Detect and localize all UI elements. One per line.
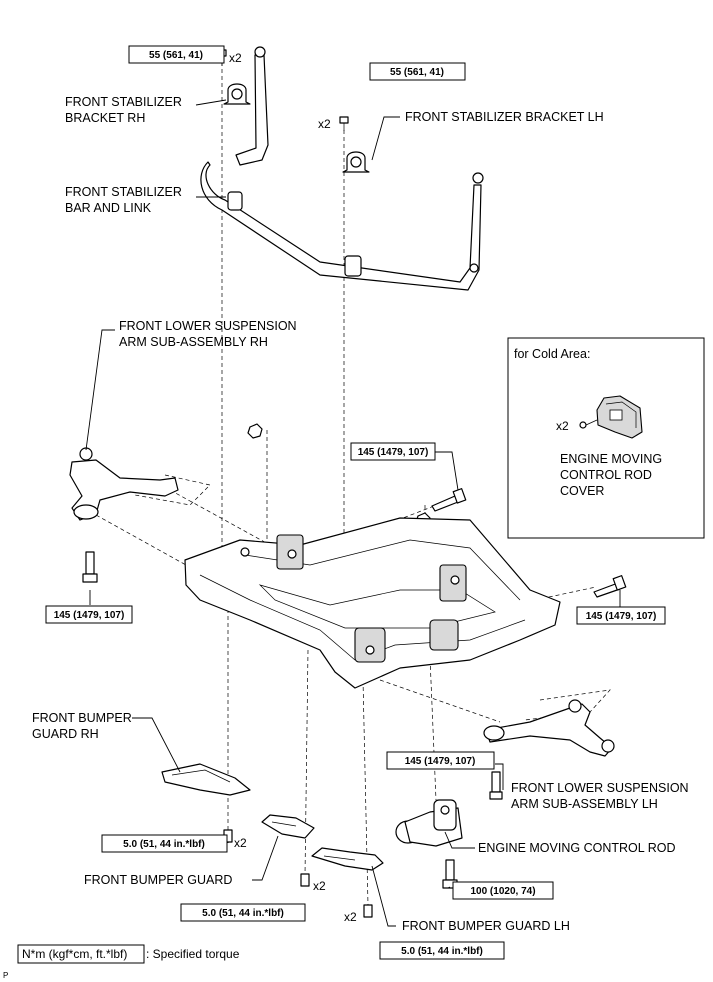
- qty-bracket-bolt-lh: x2: [318, 117, 331, 131]
- torque-box: 5.0 (51, 44 in.*lbf): [101, 834, 228, 853]
- bumper-guard-lh-part: [311, 847, 384, 871]
- svg-text:FRONT LOWER SUSPENSION: FRONT LOWER SUSPENSION: [511, 781, 689, 795]
- label-engine-moving-control-rod: ENGINE MOVING CONTROL ROD: [478, 841, 675, 855]
- bolt-icon: [339, 116, 349, 131]
- qty-cover-screw: x2: [556, 419, 569, 433]
- svg-text:FRONT BUMPER: FRONT BUMPER: [32, 711, 132, 725]
- engine-moving-control-rod-part: [395, 799, 463, 847]
- torque-box: 145 (1479, 107): [576, 606, 666, 625]
- torque-box: 100 (1020, 74): [452, 881, 554, 900]
- label-front-bumper-guard-rh: FRONT BUMPER GUARD RH: [32, 711, 132, 741]
- control-rod-cover-part: [596, 395, 643, 439]
- torque-box: 5.0 (51, 44 in.*lbf): [180, 903, 306, 922]
- stabilizer-bracket-lh-part: [342, 151, 370, 173]
- label-front-lower-suspension-arm-lh: FRONT LOWER SUSPENSION ARM SUB-ASSEMBLY …: [511, 781, 689, 811]
- nut-icon: [247, 423, 263, 439]
- label-front-bumper-guard: FRONT BUMPER GUARD: [84, 873, 232, 887]
- qty-bumper-guard-lh-bolt: x2: [344, 910, 357, 924]
- qty-bracket-bolt-rh: x2: [229, 51, 242, 65]
- bolt-icon: [489, 771, 503, 800]
- svg-text:55 (561, 41): 55 (561, 41): [149, 50, 203, 61]
- bolt-icon: [82, 551, 98, 583]
- torque-box: 145 (1479, 107): [350, 442, 436, 461]
- svg-text:5.0 (51, 44 in.*lbf): 5.0 (51, 44 in.*lbf): [401, 946, 483, 957]
- lower-arm-rh-part: [69, 447, 179, 521]
- cover-label-line-2: CONTROL ROD: [560, 468, 652, 482]
- stabilizer-bracket-rh-part: [223, 83, 251, 105]
- torque-legend: N*m (kgf*cm, ft.*lbf) : Specified torque: [17, 944, 240, 964]
- cold-area-title: for Cold Area:: [514, 347, 590, 361]
- svg-text:55 (561, 41): 55 (561, 41): [390, 67, 444, 78]
- cover-label-line-1: ENGINE MOVING: [560, 452, 662, 466]
- bolt-icon: [431, 488, 467, 512]
- bumper-guard-part: [261, 814, 315, 839]
- legend-text: : Specified torque: [146, 947, 240, 961]
- label-front-stabilizer-bracket-rh: FRONT STABILIZER BRACKET RH: [65, 95, 182, 125]
- bolt-icon: [442, 859, 458, 889]
- front-crossmember: [184, 517, 561, 689]
- svg-text:ARM SUB-ASSEMBLY LH: ARM SUB-ASSEMBLY LH: [511, 797, 658, 811]
- torque-box: 55 (561, 41): [369, 62, 466, 81]
- svg-text:5.0 (51, 44 in.*lbf): 5.0 (51, 44 in.*lbf): [202, 908, 284, 919]
- svg-text:FRONT STABILIZER: FRONT STABILIZER: [65, 95, 182, 109]
- svg-text:BRACKET RH: BRACKET RH: [65, 111, 145, 125]
- lower-arm-lh-part: [483, 699, 615, 757]
- cover-label-line-3: COVER: [560, 484, 604, 498]
- svg-text:100 (1020, 74): 100 (1020, 74): [470, 886, 535, 897]
- torque-box: 145 (1479, 107): [386, 751, 495, 770]
- svg-text:145 (1479, 107): 145 (1479, 107): [54, 610, 125, 621]
- torque-box: 55 (561, 41): [128, 45, 225, 64]
- bolt-icon: [593, 575, 627, 598]
- qty-bumper-guard-rh-bolt: x2: [234, 836, 247, 850]
- legend-unit: N*m (kgf*cm, ft.*lbf): [22, 947, 127, 961]
- cold-area-inset: for Cold Area: x2 ENGINE MOVING CONTROL …: [507, 337, 705, 539]
- bolt-icon: [300, 873, 310, 887]
- label-front-bumper-guard-lh: FRONT BUMPER GUARD LH: [402, 919, 570, 933]
- label-front-stabilizer-bar-and-link: FRONT STABILIZER BAR AND LINK: [65, 185, 182, 215]
- svg-text:145 (1479, 107): 145 (1479, 107): [405, 756, 476, 767]
- label-front-lower-suspension-arm-rh: FRONT LOWER SUSPENSION ARM SUB-ASSEMBLY …: [119, 319, 297, 349]
- svg-text:GUARD RH: GUARD RH: [32, 727, 99, 741]
- torque-box: 145 (1479, 107): [45, 605, 133, 624]
- torque-box: 5.0 (51, 44 in.*lbf): [379, 941, 505, 960]
- svg-text:145 (1479, 107): 145 (1479, 107): [358, 447, 429, 458]
- leader-lines: [85, 99, 621, 927]
- svg-text:FRONT LOWER SUSPENSION: FRONT LOWER SUSPENSION: [119, 319, 297, 333]
- svg-text:5.0 (51, 44 in.*lbf): 5.0 (51, 44 in.*lbf): [123, 839, 205, 850]
- svg-text:FRONT STABILIZER: FRONT STABILIZER: [65, 185, 182, 199]
- bolt-icon: [363, 904, 373, 918]
- label-front-stabilizer-bracket-lh: FRONT STABILIZER BRACKET LH: [405, 110, 604, 124]
- svg-text:BAR AND LINK: BAR AND LINK: [65, 201, 152, 215]
- svg-text:ARM SUB-ASSEMBLY RH: ARM SUB-ASSEMBLY RH: [119, 335, 268, 349]
- screw-icon: [579, 419, 598, 429]
- svg-text:145 (1479, 107): 145 (1479, 107): [586, 611, 657, 622]
- stabilizer-bar: [200, 46, 484, 291]
- corner-mark: P: [3, 971, 8, 980]
- qty-bumper-guard-bolt: x2: [313, 879, 326, 893]
- bumper-guard-rh-part: [161, 763, 251, 796]
